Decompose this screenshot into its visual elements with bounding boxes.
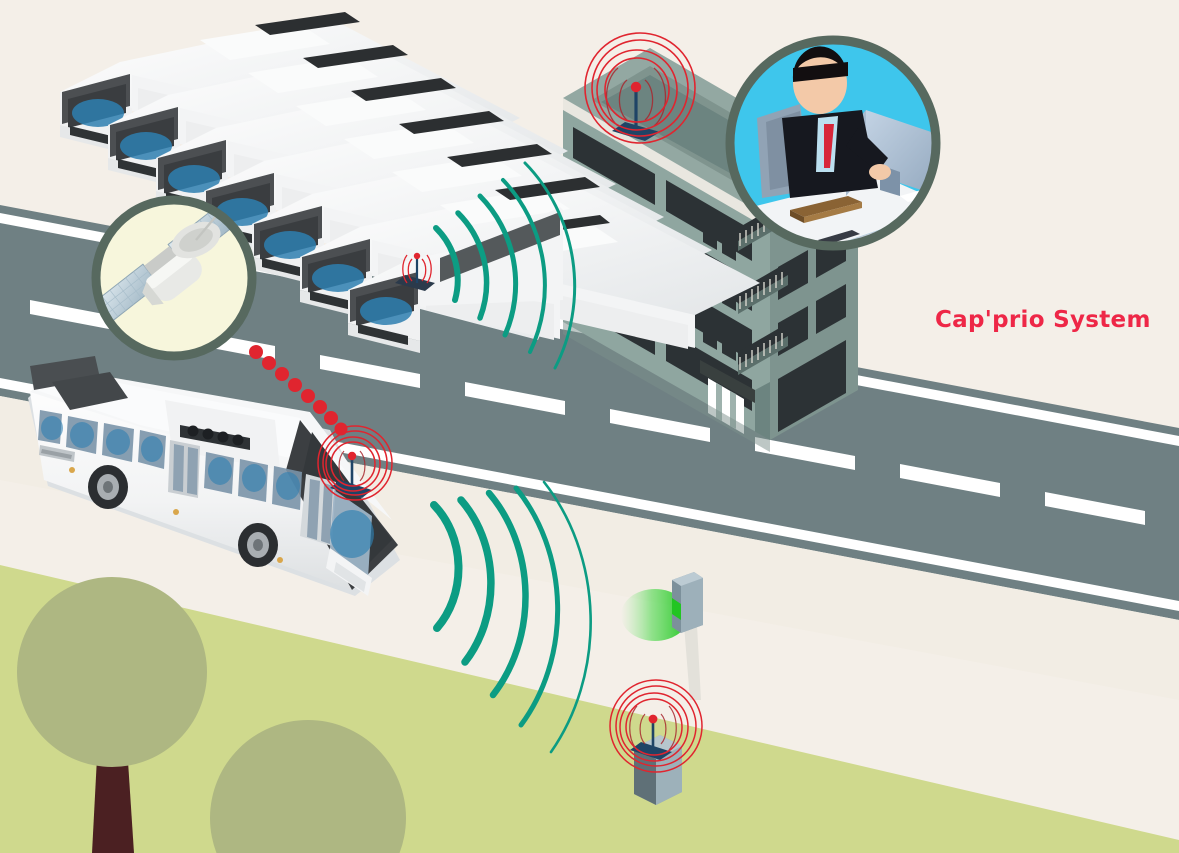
operator-bubble: [725, 35, 941, 251]
main-bus-windows-front: [204, 452, 302, 510]
signal-waves-fleet-to-building: [433, 161, 577, 370]
traffic-light-pole: [684, 625, 701, 700]
tree-foliage: [17, 577, 207, 767]
roadside-cabinet: [609, 679, 703, 805]
traffic-light: [621, 572, 703, 700]
building-entrance: [700, 360, 770, 440]
main-bus-windows: [38, 410, 166, 469]
satellite-bubble: [91, 195, 257, 361]
fleet-bus-antenna: [395, 252, 435, 291]
signal-waves-bus-to-light: [430, 480, 592, 754]
bus-fleet: [60, 12, 760, 370]
main-bus-wheels: [88, 465, 278, 567]
main-bus-antenna: [317, 425, 393, 501]
building-roof-antenna: [584, 32, 696, 144]
main-bus: [28, 356, 400, 596]
page-title: Cap'prio System: [935, 307, 1151, 333]
operator-bubble-ring: [725, 35, 941, 251]
satellite-uplink-dots: [249, 345, 348, 436]
satellite-bubble-ring: [91, 195, 257, 361]
tree-right: [210, 720, 406, 853]
building-stairwell-windows: [703, 209, 736, 361]
tree-left: [17, 577, 207, 853]
tree-foliage: [210, 720, 406, 853]
